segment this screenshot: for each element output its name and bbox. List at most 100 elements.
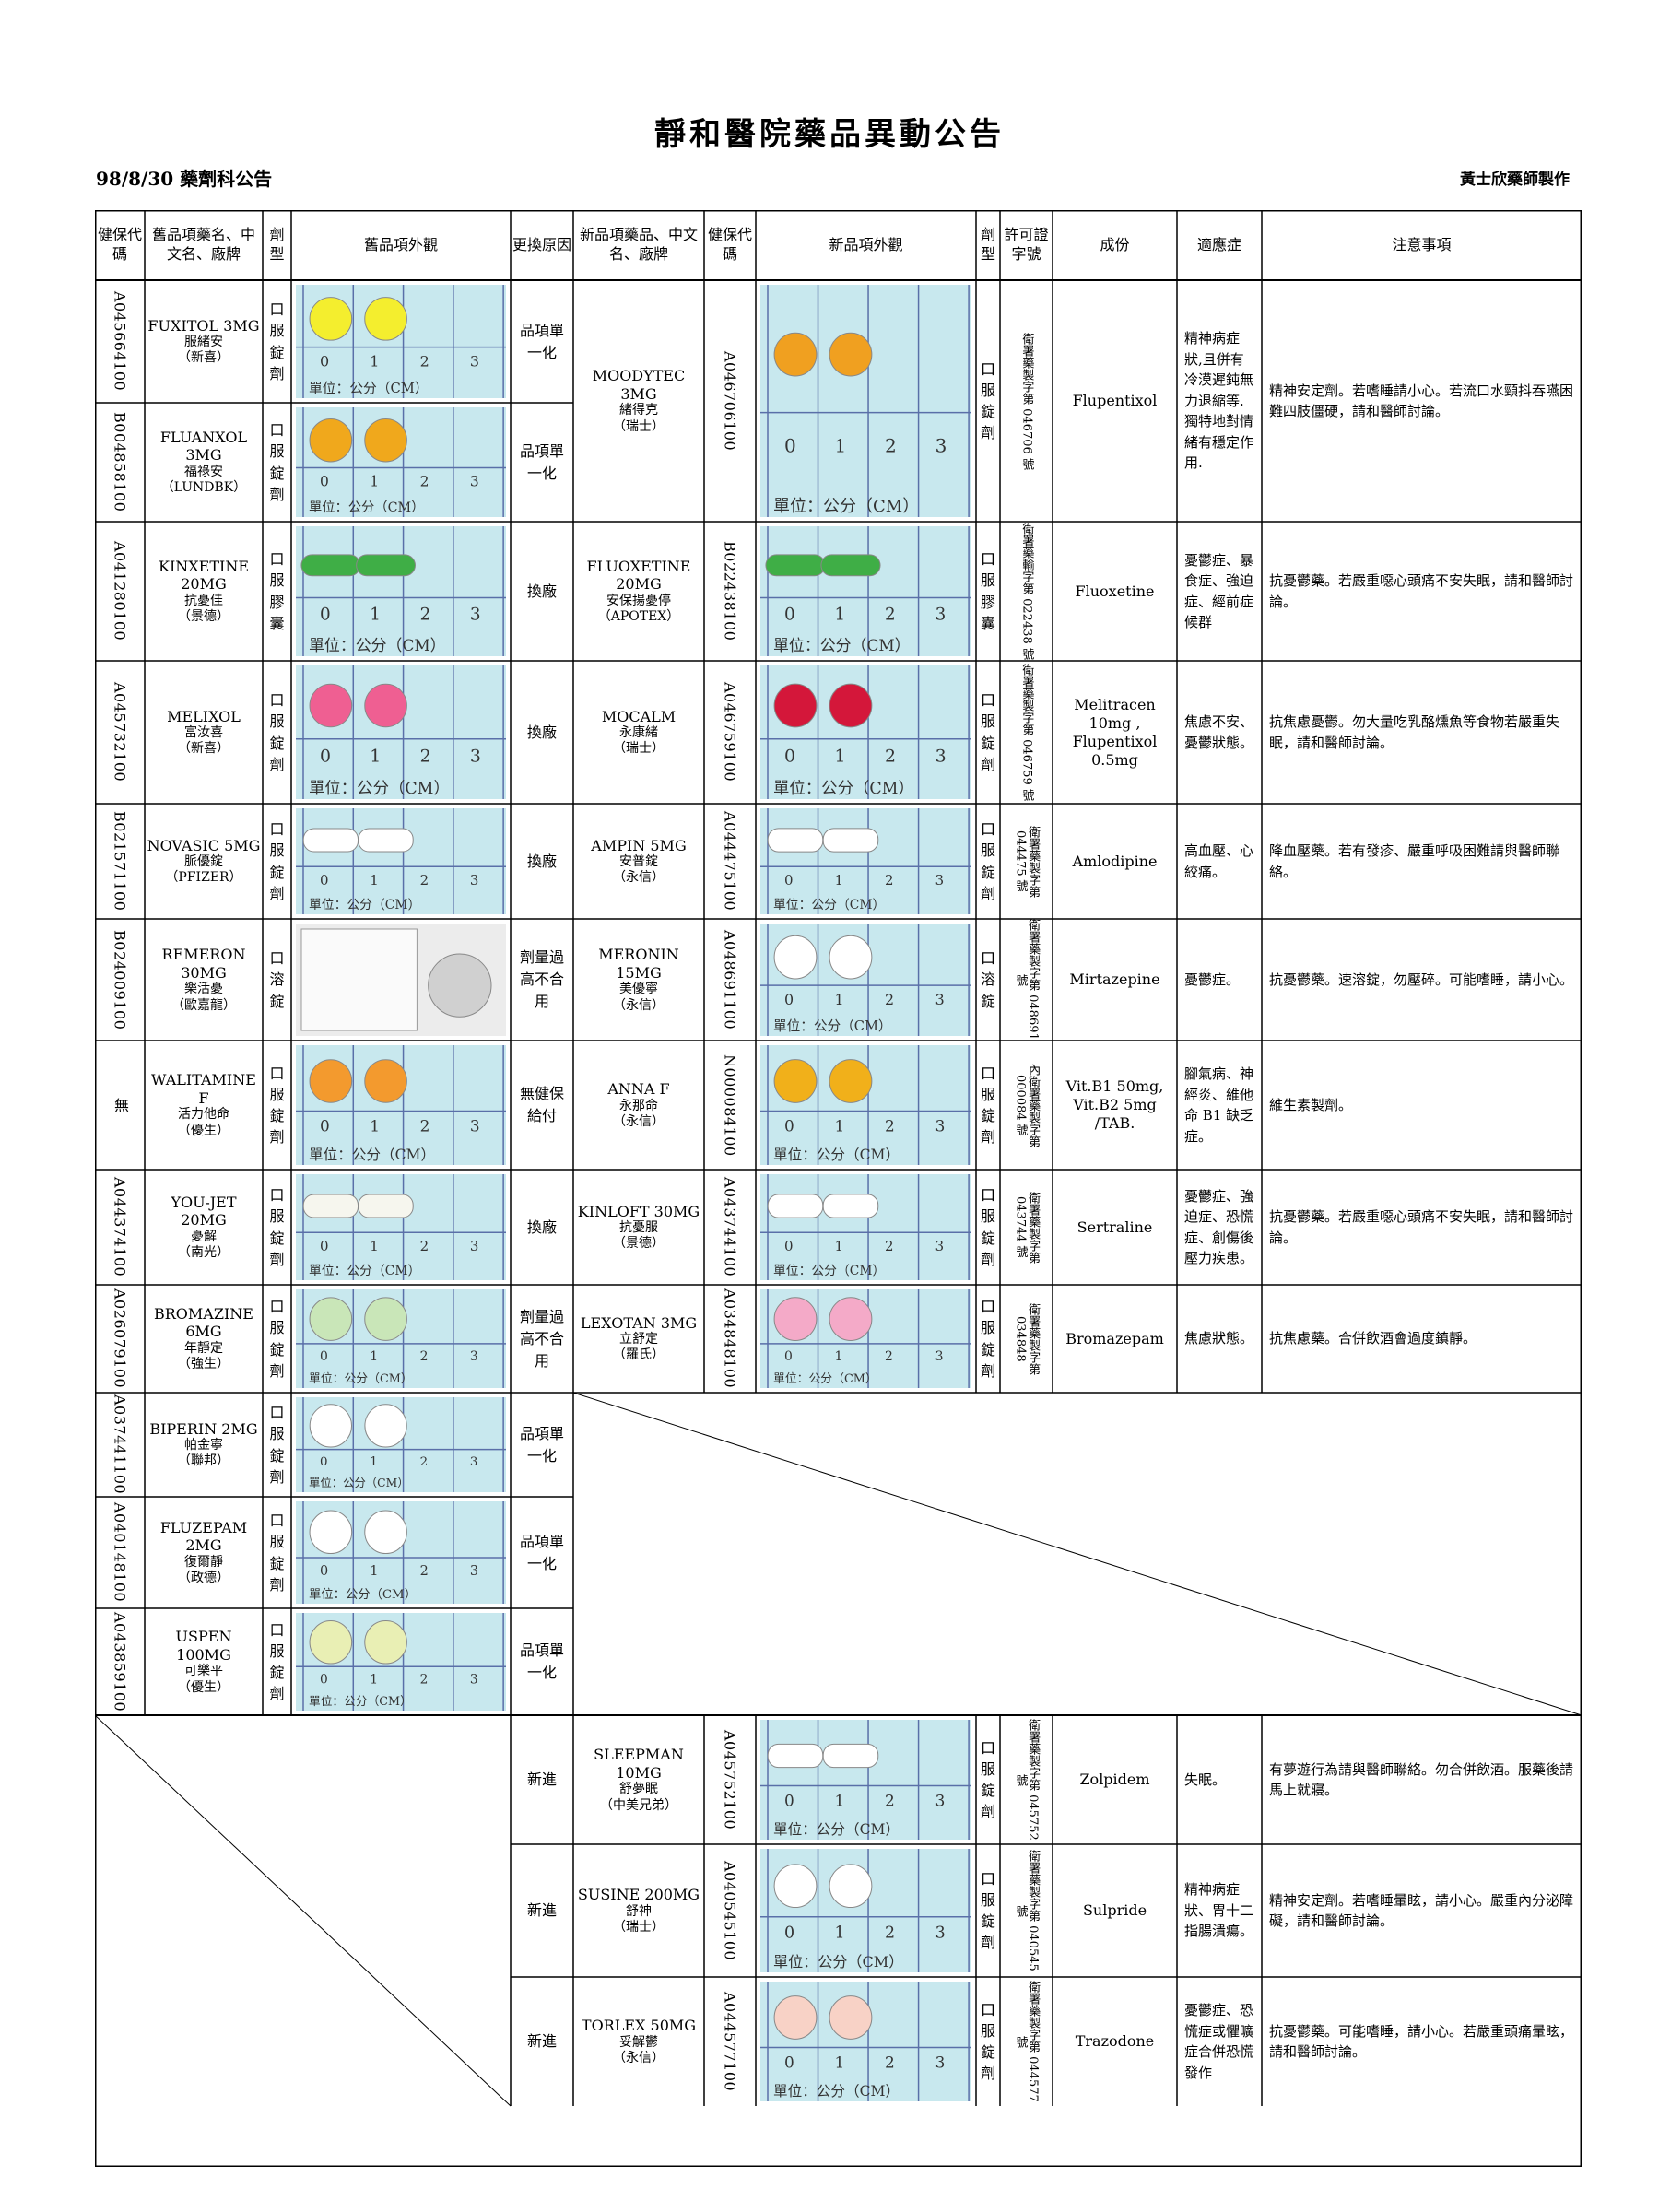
old-dosage-form-text: 口服錠劑 (269, 1298, 285, 1380)
ruler-tick-label: 0 (784, 606, 795, 625)
drug-manufacturer: （強生） (178, 1357, 229, 1372)
ingredient: Sulpride (1053, 1844, 1177, 1977)
new-nhi-code-text: B022438100 (721, 541, 739, 641)
column-header-text: 適應症 (1196, 235, 1241, 253)
drug-name: LEXOTAN 3MG (580, 1313, 698, 1332)
column-header-text: 健保代碼 (707, 226, 752, 263)
pill (309, 1297, 353, 1341)
drug-name: FLUOXETINE 20MG (586, 557, 691, 594)
ruler-tick-label: 0 (320, 1349, 328, 1364)
column-header-text: 健保代碼 (97, 226, 142, 263)
new-dosage-form: 口服錠劑 (980, 1844, 996, 1977)
license-number-text: 內衛署藥製字第 000084 號 (1013, 1063, 1041, 1147)
table-grid-lines (95, 210, 1582, 2167)
change-reason: 品項單一化 (511, 1497, 573, 1608)
pill (829, 1864, 873, 1909)
drug-chinese-name: 永康緒 (619, 725, 658, 741)
precaution-note: 抗憂鬱藥。可能嗜睡，請小心。若嚴重頭痛暈眩，請和醫師討論。 (1262, 1977, 1582, 2106)
ruler-tick-label: 1 (835, 1349, 843, 1364)
pill (364, 1059, 407, 1103)
ruler-unit-label: 單位：公分（CM） (773, 1821, 900, 1838)
old-dosage-form-text: 口服錠劑 (269, 421, 285, 503)
column-header: 舊品項藥名、中文名、廠牌 (145, 210, 263, 280)
ruler-unit-label: 單位：公分（CM） (309, 1264, 420, 1278)
indication: 焦慮狀態。 (1177, 1285, 1262, 1393)
drug-manufacturer: （瑞士） (613, 741, 665, 757)
ruler-tick-label: 1 (835, 1238, 844, 1254)
drug-manufacturer: （新喜） (178, 741, 229, 757)
drug-chinese-name: 富汝喜 (184, 725, 223, 741)
change-reason: 換廠 (511, 1170, 573, 1285)
new-dosage-form: 口溶錠 (980, 919, 996, 1041)
pill (773, 1995, 818, 2040)
column-header: 劑型 (976, 210, 1000, 280)
ruler-tick-label: 1 (835, 747, 846, 766)
ruler-unit-label: 單位：公分（CM） (773, 1372, 877, 1386)
old-dosage-form-text: 口服錠劑 (269, 1404, 285, 1486)
old-nhi-code: A045664100 (95, 280, 145, 403)
drug-chinese-name: 福祿安 (184, 464, 223, 479)
old-dosage-form-text: 口服錠劑 (269, 820, 285, 902)
ruler-tick-label: 0 (320, 353, 329, 371)
new-nhi-code: A040545100 (704, 1844, 756, 1977)
blister-package (300, 928, 418, 1031)
ruler-tick-label: 2 (885, 434, 897, 456)
ingredient: Vit.B1 50mg, Vit.B2 5mg /TAB. (1053, 1041, 1177, 1170)
column-header-text: 更換原因 (512, 235, 572, 253)
ruler-unit-label: 單位：公分（CM） (309, 780, 450, 798)
drug-manufacturer: （歐嘉龍） (171, 997, 236, 1013)
indication-text: 焦慮不安、憂鬱狀態。 (1184, 713, 1254, 751)
old-nhi-code-text: A043859100 (111, 1611, 129, 1712)
ingredient: Mirtazepine (1053, 919, 1177, 1041)
ruler-tick-label: 3 (470, 1672, 478, 1687)
precaution-note: 精神安定劑。若嗜睡請小心。若流口水頸抖吞嚥困難四肢僵硬，請和醫師討論。 (1262, 280, 1582, 522)
empty-region-diagonal (572, 1392, 1582, 1716)
column-header: 舊品項外觀 (291, 210, 511, 280)
empty-region-diagonal (95, 1714, 512, 2107)
new-nhi-code: A044577100 (704, 1977, 756, 2106)
precaution-note-text: 維生素製劑。 (1269, 1096, 1353, 1113)
ruler-tick-label: 2 (420, 872, 429, 888)
ruler-tick-label: 0 (784, 2053, 794, 2072)
change-reason-text: 新進 (526, 1901, 557, 1919)
ingredient: Zolpidem (1053, 1715, 1177, 1844)
ruler-tick-label: 3 (935, 606, 947, 625)
drug-manufacturer: （永信） (613, 2050, 665, 2065)
ruler-tick-label: 2 (885, 2053, 895, 2072)
drug-name: KINXETINE 20MG (158, 557, 249, 594)
ruler-tick-label: 3 (935, 1792, 946, 1810)
ruler-tick-label: 2 (420, 1564, 429, 1579)
ruler-tick-label: 3 (470, 747, 481, 766)
ruler-tick-label: 1 (835, 1792, 845, 1810)
drug-chinese-name: 舒夢眠 (619, 1782, 658, 1797)
ruler-tick-label: 0 (784, 1924, 794, 1942)
old-dosage-form-text: 口服錠劑 (269, 1620, 285, 1703)
ruler-tick-label: 0 (320, 1564, 328, 1579)
ruler-tick-label: 1 (370, 1349, 378, 1364)
new-dosage-form: 口服錠劑 (980, 1285, 996, 1393)
change-reason-text: 劑量過高不合用 (519, 948, 564, 1010)
change-reason-text: 無健保給付 (519, 1085, 564, 1124)
ruler-unit-label: 單位：公分（CM） (309, 381, 429, 396)
ruler-tick-label: 1 (370, 747, 381, 766)
drug-chinese-name: 復爾靜 (184, 1554, 223, 1570)
old-nhi-code-text: B021571100 (111, 811, 129, 912)
ingredient-text: Fluoxetine (1075, 582, 1155, 600)
change-reason-text: 品項單一化 (519, 1424, 564, 1465)
old-dosage-form: 口服錠劑 (266, 1497, 288, 1608)
